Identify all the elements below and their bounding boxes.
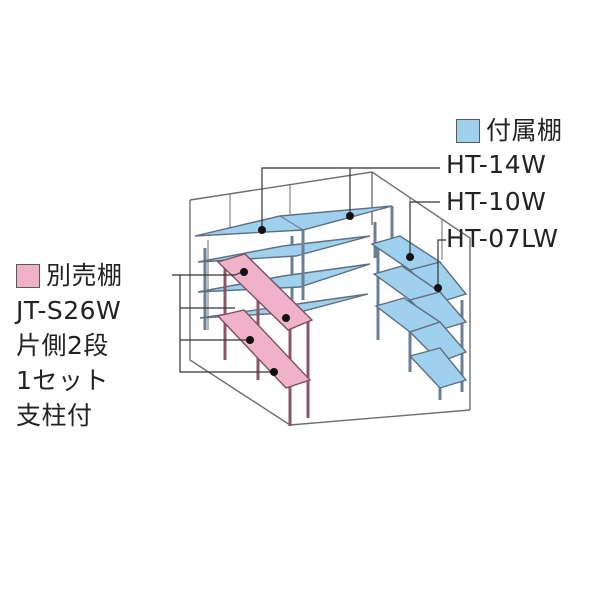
shelf-board xyxy=(197,235,371,263)
model-ht-10w: HT-10W xyxy=(446,187,547,216)
shelf-board xyxy=(216,309,312,389)
note-with-posts: 支柱付 xyxy=(16,401,93,430)
shelf-board xyxy=(194,205,393,237)
legend-separate: 別売棚 xyxy=(16,261,123,291)
shelf-board xyxy=(408,347,468,389)
swatch-included xyxy=(456,119,480,143)
note-one-set: 1セット xyxy=(16,366,109,395)
legend-included-label: 付属棚 xyxy=(486,116,563,145)
note-one-side-two-tiers: 片側2段 xyxy=(16,331,109,360)
swatch-separate xyxy=(16,264,40,288)
model-jt-s26w: JT-S26W xyxy=(16,296,122,325)
leader-lines xyxy=(172,167,446,373)
leader-dots xyxy=(240,212,442,376)
legend-separate-label: 別売棚 xyxy=(46,261,123,290)
model-ht-07lw: HT-07LW xyxy=(446,224,559,253)
model-ht-14w: HT-14W xyxy=(446,150,547,179)
legend-included: 付属棚 xyxy=(456,116,563,146)
shelf-ht-10w-07lw xyxy=(370,235,468,400)
